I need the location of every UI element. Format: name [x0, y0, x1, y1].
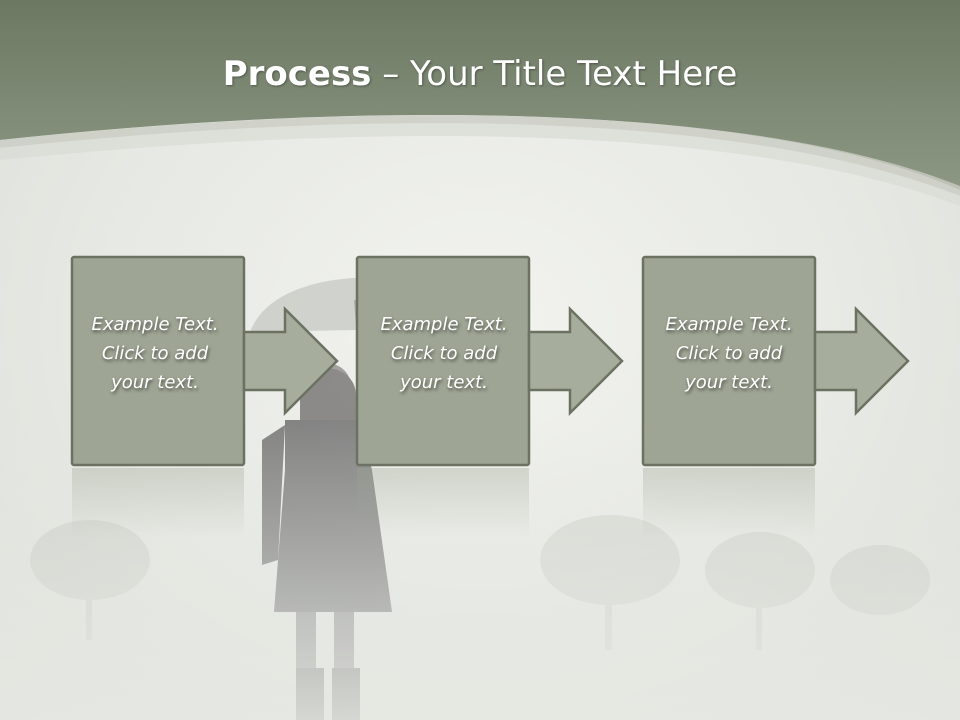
- step-reflections: [72, 468, 815, 538]
- step-text-line: Click to add: [390, 343, 498, 364]
- slide-title-rest: – Your Title Text Here: [371, 54, 738, 94]
- process-step-3: [641, 255, 910, 467]
- step-1-text[interactable]: Example Text. Click to add your text.: [69, 310, 241, 397]
- step-3-text[interactable]: Example Text. Click to add your text.: [643, 310, 815, 397]
- header-band: [0, 0, 960, 190]
- header-curve-highlight: [0, 115, 960, 196]
- step-text-line: Click to add: [675, 343, 783, 364]
- slide-title[interactable]: Process – Your Title Text Here: [0, 52, 960, 96]
- process-step-1: [70, 255, 339, 467]
- step-2-text[interactable]: Example Text. Click to add your text.: [358, 310, 530, 397]
- process-step-2: [355, 255, 624, 467]
- step-text-line: Example Text.: [665, 314, 793, 335]
- step-arrow: [527, 305, 624, 417]
- header-curve-shadow: [0, 123, 960, 206]
- step-text-line: Click to add: [101, 343, 209, 364]
- step-text-line: Example Text.: [380, 314, 508, 335]
- step-arrow: [242, 305, 339, 417]
- slide-title-bold: Process: [222, 54, 372, 94]
- step-text-line: your text.: [400, 372, 488, 393]
- step-text-line: your text.: [685, 372, 773, 393]
- step-text-line: your text.: [111, 372, 199, 393]
- step-text-line: Example Text.: [91, 314, 219, 335]
- step-arrow: [813, 305, 910, 417]
